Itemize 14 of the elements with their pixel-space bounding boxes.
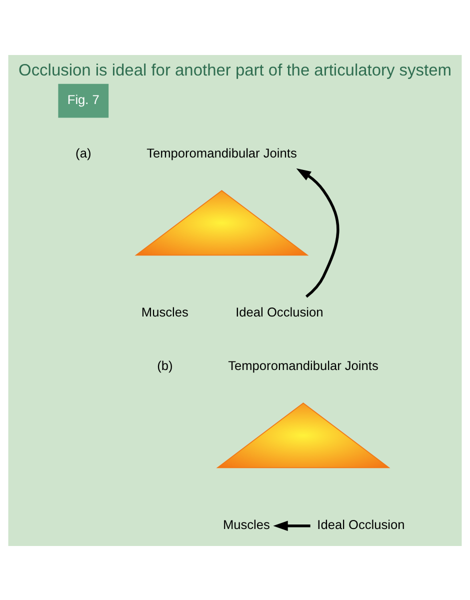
node-text: Muscles [222, 516, 270, 532]
node-triangle [134, 190, 309, 256]
label: Fig. 7 [67, 92, 100, 107]
node-text: Muscles [141, 304, 188, 320]
node-text: Temporomandibular Joints [228, 357, 378, 372]
node-text: Ideal Occlusion [236, 304, 324, 320]
label: (b) [157, 357, 173, 372]
node-text: Ideal Occlusion [317, 516, 405, 532]
arrow [273, 520, 310, 530]
node-triangle [216, 402, 390, 468]
diagram-title: Occlusion is ideal for another part of the articulatory system [18, 61, 452, 80]
node-text: Temporomandibular Joints [146, 144, 297, 160]
arrow [296, 168, 340, 298]
label: (a) [76, 144, 92, 160]
